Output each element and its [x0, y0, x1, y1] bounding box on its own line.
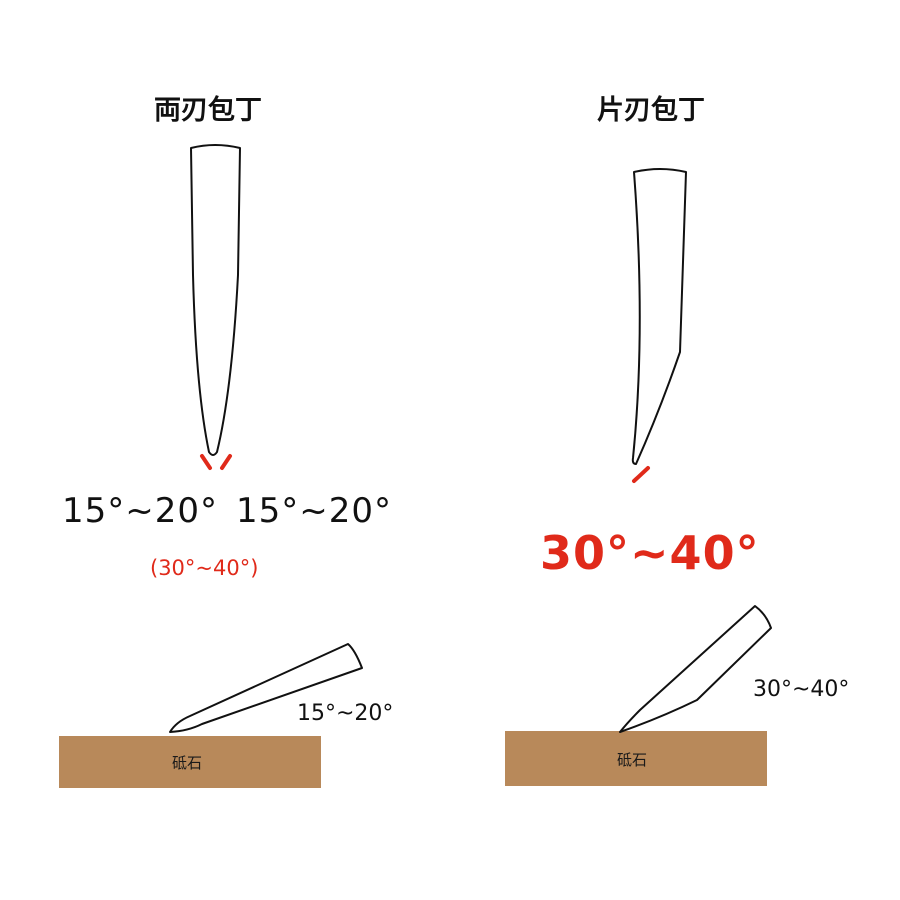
- whetstone-right: [505, 731, 767, 786]
- edge-angle-mark-left: [200, 454, 212, 470]
- whetstone-label-left: 砥石: [172, 754, 203, 772]
- double-edged-blade: [190, 144, 241, 456]
- total-angle-single-edged: 30°~40°: [540, 526, 760, 580]
- sharpen-angle-left: 15°~20°: [297, 701, 394, 726]
- angle-label-right-side: 15°~20°: [236, 491, 393, 531]
- edge-angle-mark-right: [220, 454, 232, 470]
- title-single-edged: 片刃包丁: [597, 95, 705, 126]
- blade-on-stone-left: [169, 643, 363, 733]
- whetstone-label-right: 砥石: [617, 751, 648, 769]
- edge-angle-mark-single: [632, 466, 650, 483]
- sharpen-angle-right: 30°~40°: [753, 677, 850, 702]
- total-angle-double-edged: (30°~40°): [150, 556, 259, 580]
- title-double-edged: 両刃包丁: [154, 95, 262, 126]
- blade-on-stone-right: [619, 605, 772, 733]
- angle-label-left-side: 15°~20°: [62, 491, 219, 531]
- single-edged-blade: [631, 168, 687, 465]
- whetstone-left: [59, 736, 321, 788]
